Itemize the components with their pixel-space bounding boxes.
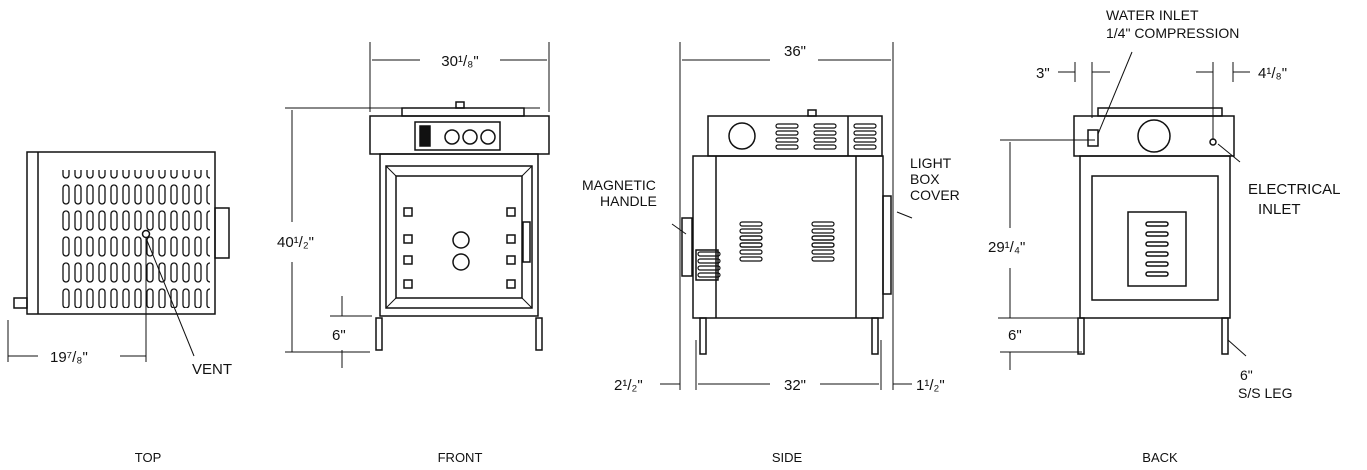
front-view [285,42,550,368]
top-width-dim: 19⁷/₈" [50,349,88,366]
back-leg [1221,317,1229,355]
top-vent-marker [141,229,151,239]
side-overall-dim: 36" [784,43,806,60]
back-right-dim: 4¹/₈" [1258,65,1287,82]
back-leg-label-line2: S/S LEG [1238,385,1292,401]
side-light-label-line3: COVER [910,187,960,203]
top-vent-grid [60,170,210,308]
back-height-dim: 29¹/₄" [988,239,1025,256]
side-view [660,42,913,390]
back-leg-dim: 6" [1008,327,1022,344]
side-caption: SIDE [772,450,803,465]
front-window [395,175,523,299]
top-caption: TOP [135,450,162,465]
top-vent-label: VENT [192,361,232,378]
side-handle-label-line1: MAGNETIC [582,177,656,193]
front-door-handle [522,221,531,263]
back-electrical-inlet [1209,138,1217,146]
front-body [379,153,539,317]
front-width-dim: 30¹/₈" [441,53,478,70]
back-view [998,51,1250,370]
side-top-box [707,115,883,157]
side-right-dim: 1¹/₂" [916,377,945,394]
side-light-label-line2: BOX [910,171,940,187]
back-water-label-line1: WATER INLET [1106,7,1199,23]
side-magnetic-handle [681,217,693,277]
back-caption: BACK [1142,450,1178,465]
front-height-dim: 40¹/₂" [277,234,314,251]
side-body-dim: 32" [784,377,806,394]
side-handle-label-line2: HANDLE [600,193,657,209]
side-body [692,155,884,319]
side-light-box-cover [882,195,892,295]
top-view [7,151,230,362]
front-caption: FRONT [438,450,483,465]
side-left-dim: 2¹/₂" [614,377,643,394]
side-light-label-line1: LIGHT [910,155,952,171]
front-door [385,165,533,309]
front-leg-dim: 6" [332,327,346,344]
back-electrical-label-line2: INLET [1258,201,1301,218]
back-leg-label-line1: 6" [1240,367,1253,383]
back-body [1079,155,1231,319]
back-panel [1091,175,1219,301]
back-left-dim: 3" [1036,65,1050,82]
back-water-label-line2: 1/4" COMPRESSION [1106,25,1239,41]
back-water-inlet [1087,129,1099,147]
back-electrical-label-line1: ELECTRICAL [1248,181,1341,198]
